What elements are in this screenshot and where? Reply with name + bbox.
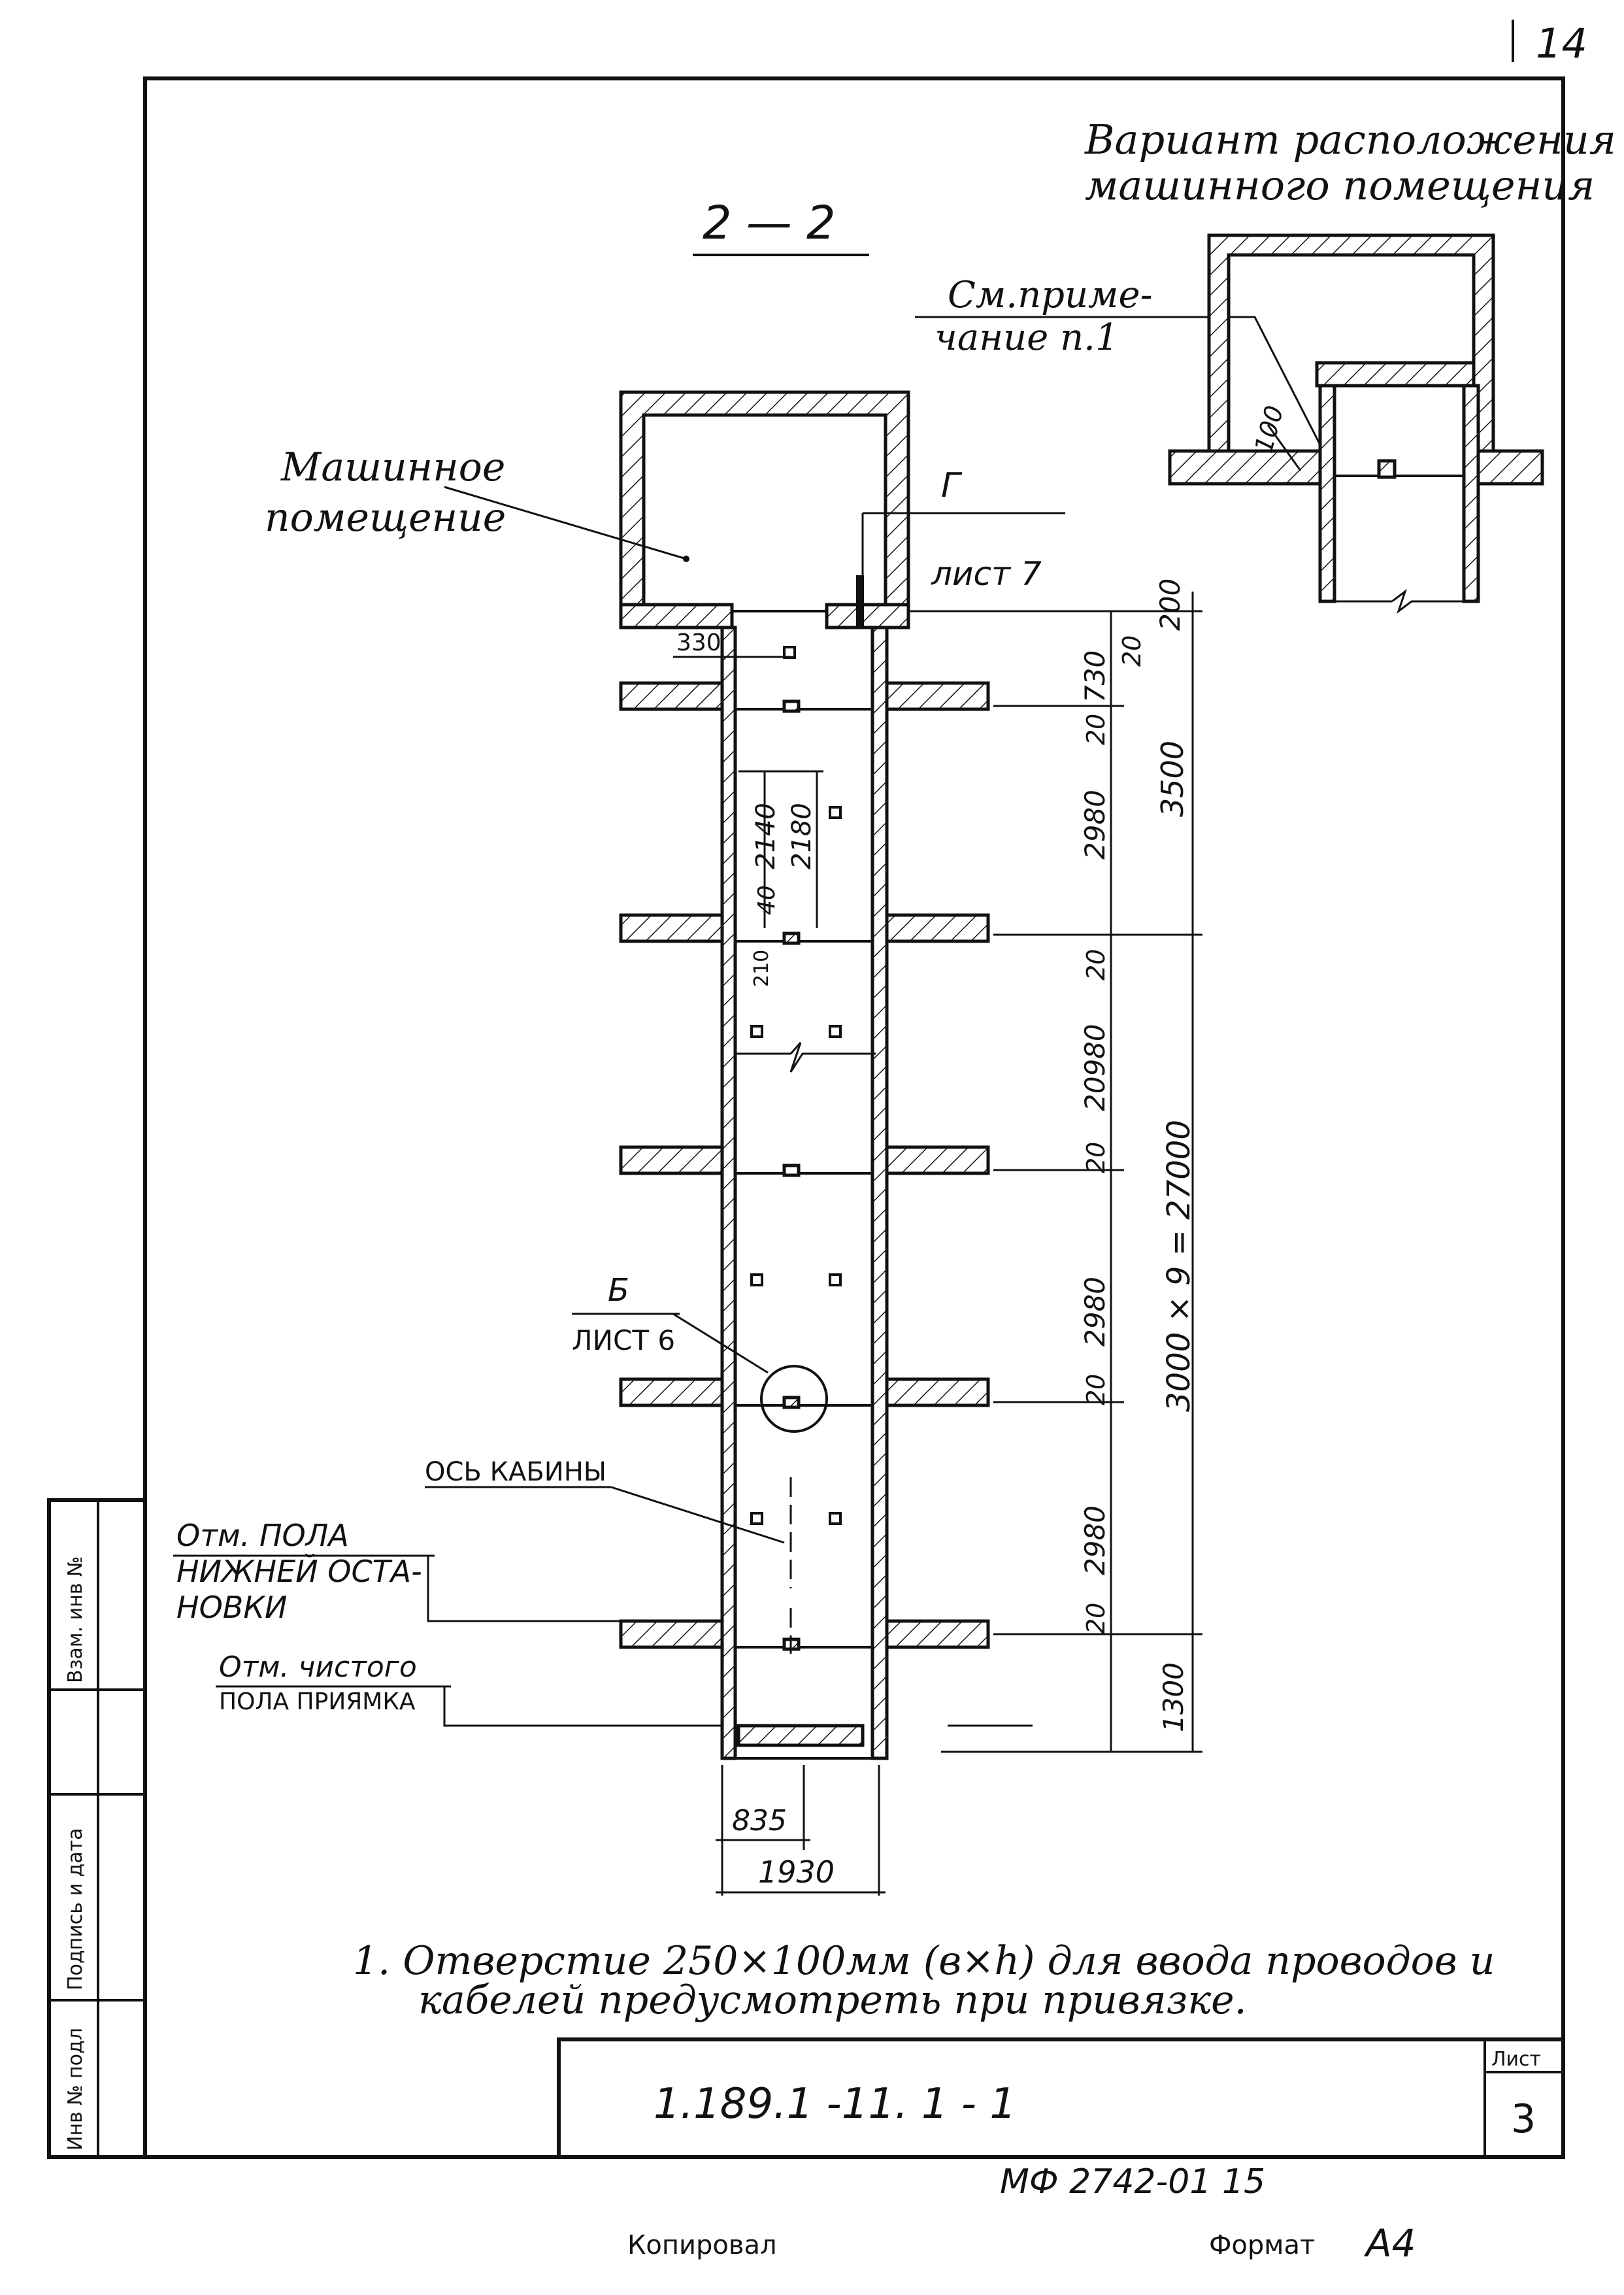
bottom-stop-line1: Отм. ПОЛА xyxy=(176,1518,349,1553)
dim-1300: 1300 xyxy=(1157,1662,1189,1732)
sheet-number: 3 xyxy=(1511,2096,1536,2142)
format-value: А4 xyxy=(1363,2221,1416,2266)
shaft-left-wall xyxy=(720,626,737,1760)
dim-2180: 2180 xyxy=(787,803,817,869)
machine-room-line1: Машинное xyxy=(280,444,505,490)
bottom-stop-line3: НОВКИ xyxy=(176,1590,287,1625)
drawing-frame xyxy=(143,76,1565,2159)
machine-room-leader xyxy=(444,486,687,560)
dim-330: 330 xyxy=(676,629,721,656)
dim-20980: 20980 xyxy=(1079,1024,1111,1111)
bottom-stop-line2: НИЖНЕЙ ОСТА- xyxy=(176,1554,422,1589)
wall-openings xyxy=(750,646,842,1525)
callout-g-sheet: лист 7 xyxy=(931,555,1042,593)
document-code: 1.189.1 -11. 1 - 1 xyxy=(654,2080,1016,2128)
pit-floor-line1: Отм. чистого xyxy=(219,1650,417,1684)
side-stamp-sign-date: Подпись и дата xyxy=(64,1828,87,1991)
archive-code: МФ 2742-01 15 xyxy=(1000,2162,1265,2202)
dim-20-b: 20 xyxy=(1082,949,1110,980)
dim-210: 210 xyxy=(750,950,773,987)
elevator-shaft xyxy=(720,626,889,1760)
dim-2140: 2140 xyxy=(751,803,781,869)
dim-20-d: 20 xyxy=(1082,1374,1110,1405)
pit-floor-leader xyxy=(443,1686,722,1727)
note-ref-line2: чание п.1 xyxy=(935,316,1119,359)
callout-b-circle xyxy=(760,1365,828,1433)
callout-g: Г xyxy=(941,466,963,505)
note-ref-leader xyxy=(915,316,1328,458)
machine-room-line2: помещение xyxy=(265,495,506,541)
dim-835: 835 xyxy=(732,1804,787,1837)
machine-room xyxy=(619,390,910,629)
dim-1930: 1930 xyxy=(758,1854,835,1890)
shaft-right-wall xyxy=(870,626,889,1760)
note-line2: кабелей предусмотреть при привязке. xyxy=(418,1977,1247,2023)
dim-200: 200 xyxy=(1154,578,1186,631)
title-block: 1.189.1 -11. 1 - 1 Лист 3 xyxy=(557,2037,1565,2159)
copied-label: Копировал xyxy=(627,2230,777,2260)
dim-3500: 3500 xyxy=(1155,741,1190,817)
section-label: 2 — 2 xyxy=(703,196,836,250)
dim-2980-c: 2980 xyxy=(1079,1505,1111,1575)
internal-dims: 2140 2180 40 210 330 xyxy=(673,629,823,987)
dim-total: 3000 × 9 = 27000 xyxy=(1161,1120,1197,1412)
side-stamp: Взам. инв № Подпись и дата Инв № подл xyxy=(47,1498,147,2159)
landing-slabs xyxy=(619,681,990,1651)
callout-b-sheet: ЛИСТ 6 xyxy=(572,1324,675,1356)
dim-20-c: 20 xyxy=(1082,1142,1110,1173)
variant-title-line1: Вариант расположения xyxy=(1084,116,1616,163)
width-dims: 835 1930 xyxy=(716,1765,886,1896)
variant-title-line2: машинного помещения xyxy=(1085,161,1595,209)
dim-20-top: 20 xyxy=(1118,635,1146,667)
note-ref-line1: См.приме- xyxy=(948,274,1153,316)
variant-inset-drawing: 100 xyxy=(1168,233,1544,614)
pit-floor-line2: ПОЛА ПРИЯМКА xyxy=(219,1688,416,1715)
sheet-label: Лист xyxy=(1491,2048,1541,2071)
title-block-frame xyxy=(557,2037,1565,2159)
format-label: Формат xyxy=(1209,2230,1315,2260)
callout-b: Б xyxy=(608,1272,629,1309)
cab-axis-label: ОСЬ КАБИНЫ xyxy=(425,1457,606,1487)
dim-2980-b: 2980 xyxy=(1079,1277,1111,1347)
note-line1: 1. Отверстие 250×100мм (в×h) для ввода п… xyxy=(353,1938,1495,1984)
dim-730: 730 xyxy=(1079,650,1111,703)
pit-buffer xyxy=(737,1724,865,1747)
dim-20-a: 20 xyxy=(1082,714,1110,745)
page-number: 14 xyxy=(1536,20,1587,67)
dimension-chain: 200 20 730 20 3500 2980 20 20980 20 3000… xyxy=(908,578,1202,1753)
side-stamp-replaced-inv: Взам. инв № xyxy=(64,1556,87,1683)
dim-2980-a: 2980 xyxy=(1079,790,1111,860)
dim-40: 40 xyxy=(754,885,780,915)
dim-20-e: 20 xyxy=(1082,1603,1110,1634)
bottom-stop-leader xyxy=(427,1556,722,1622)
side-stamp-inv-orig: Инв № подл xyxy=(64,2028,87,2151)
